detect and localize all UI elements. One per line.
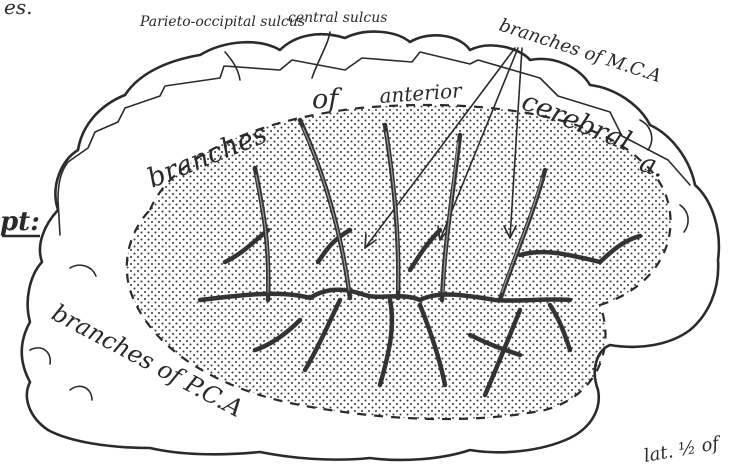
outline-gyrus-notch [30,348,50,364]
outline-gyrus-notch [70,265,96,276]
outline-gyrus-notch [70,386,92,400]
outline-gyrus-notch [680,205,688,232]
left-fragment-label: pt: [0,207,40,237]
of-word-label: of [312,84,342,115]
central-sulcus-line [312,32,330,78]
corner-fragment-label: es. [4,0,32,19]
parieto-occipital-sulcus-label: Parieto-occipital sulcus [139,14,305,30]
central-sulcus-label: central sulcus [288,10,387,26]
lat-fragment-label: lat. ½ of [642,432,724,466]
anterior-word-label: anterior [379,78,464,108]
